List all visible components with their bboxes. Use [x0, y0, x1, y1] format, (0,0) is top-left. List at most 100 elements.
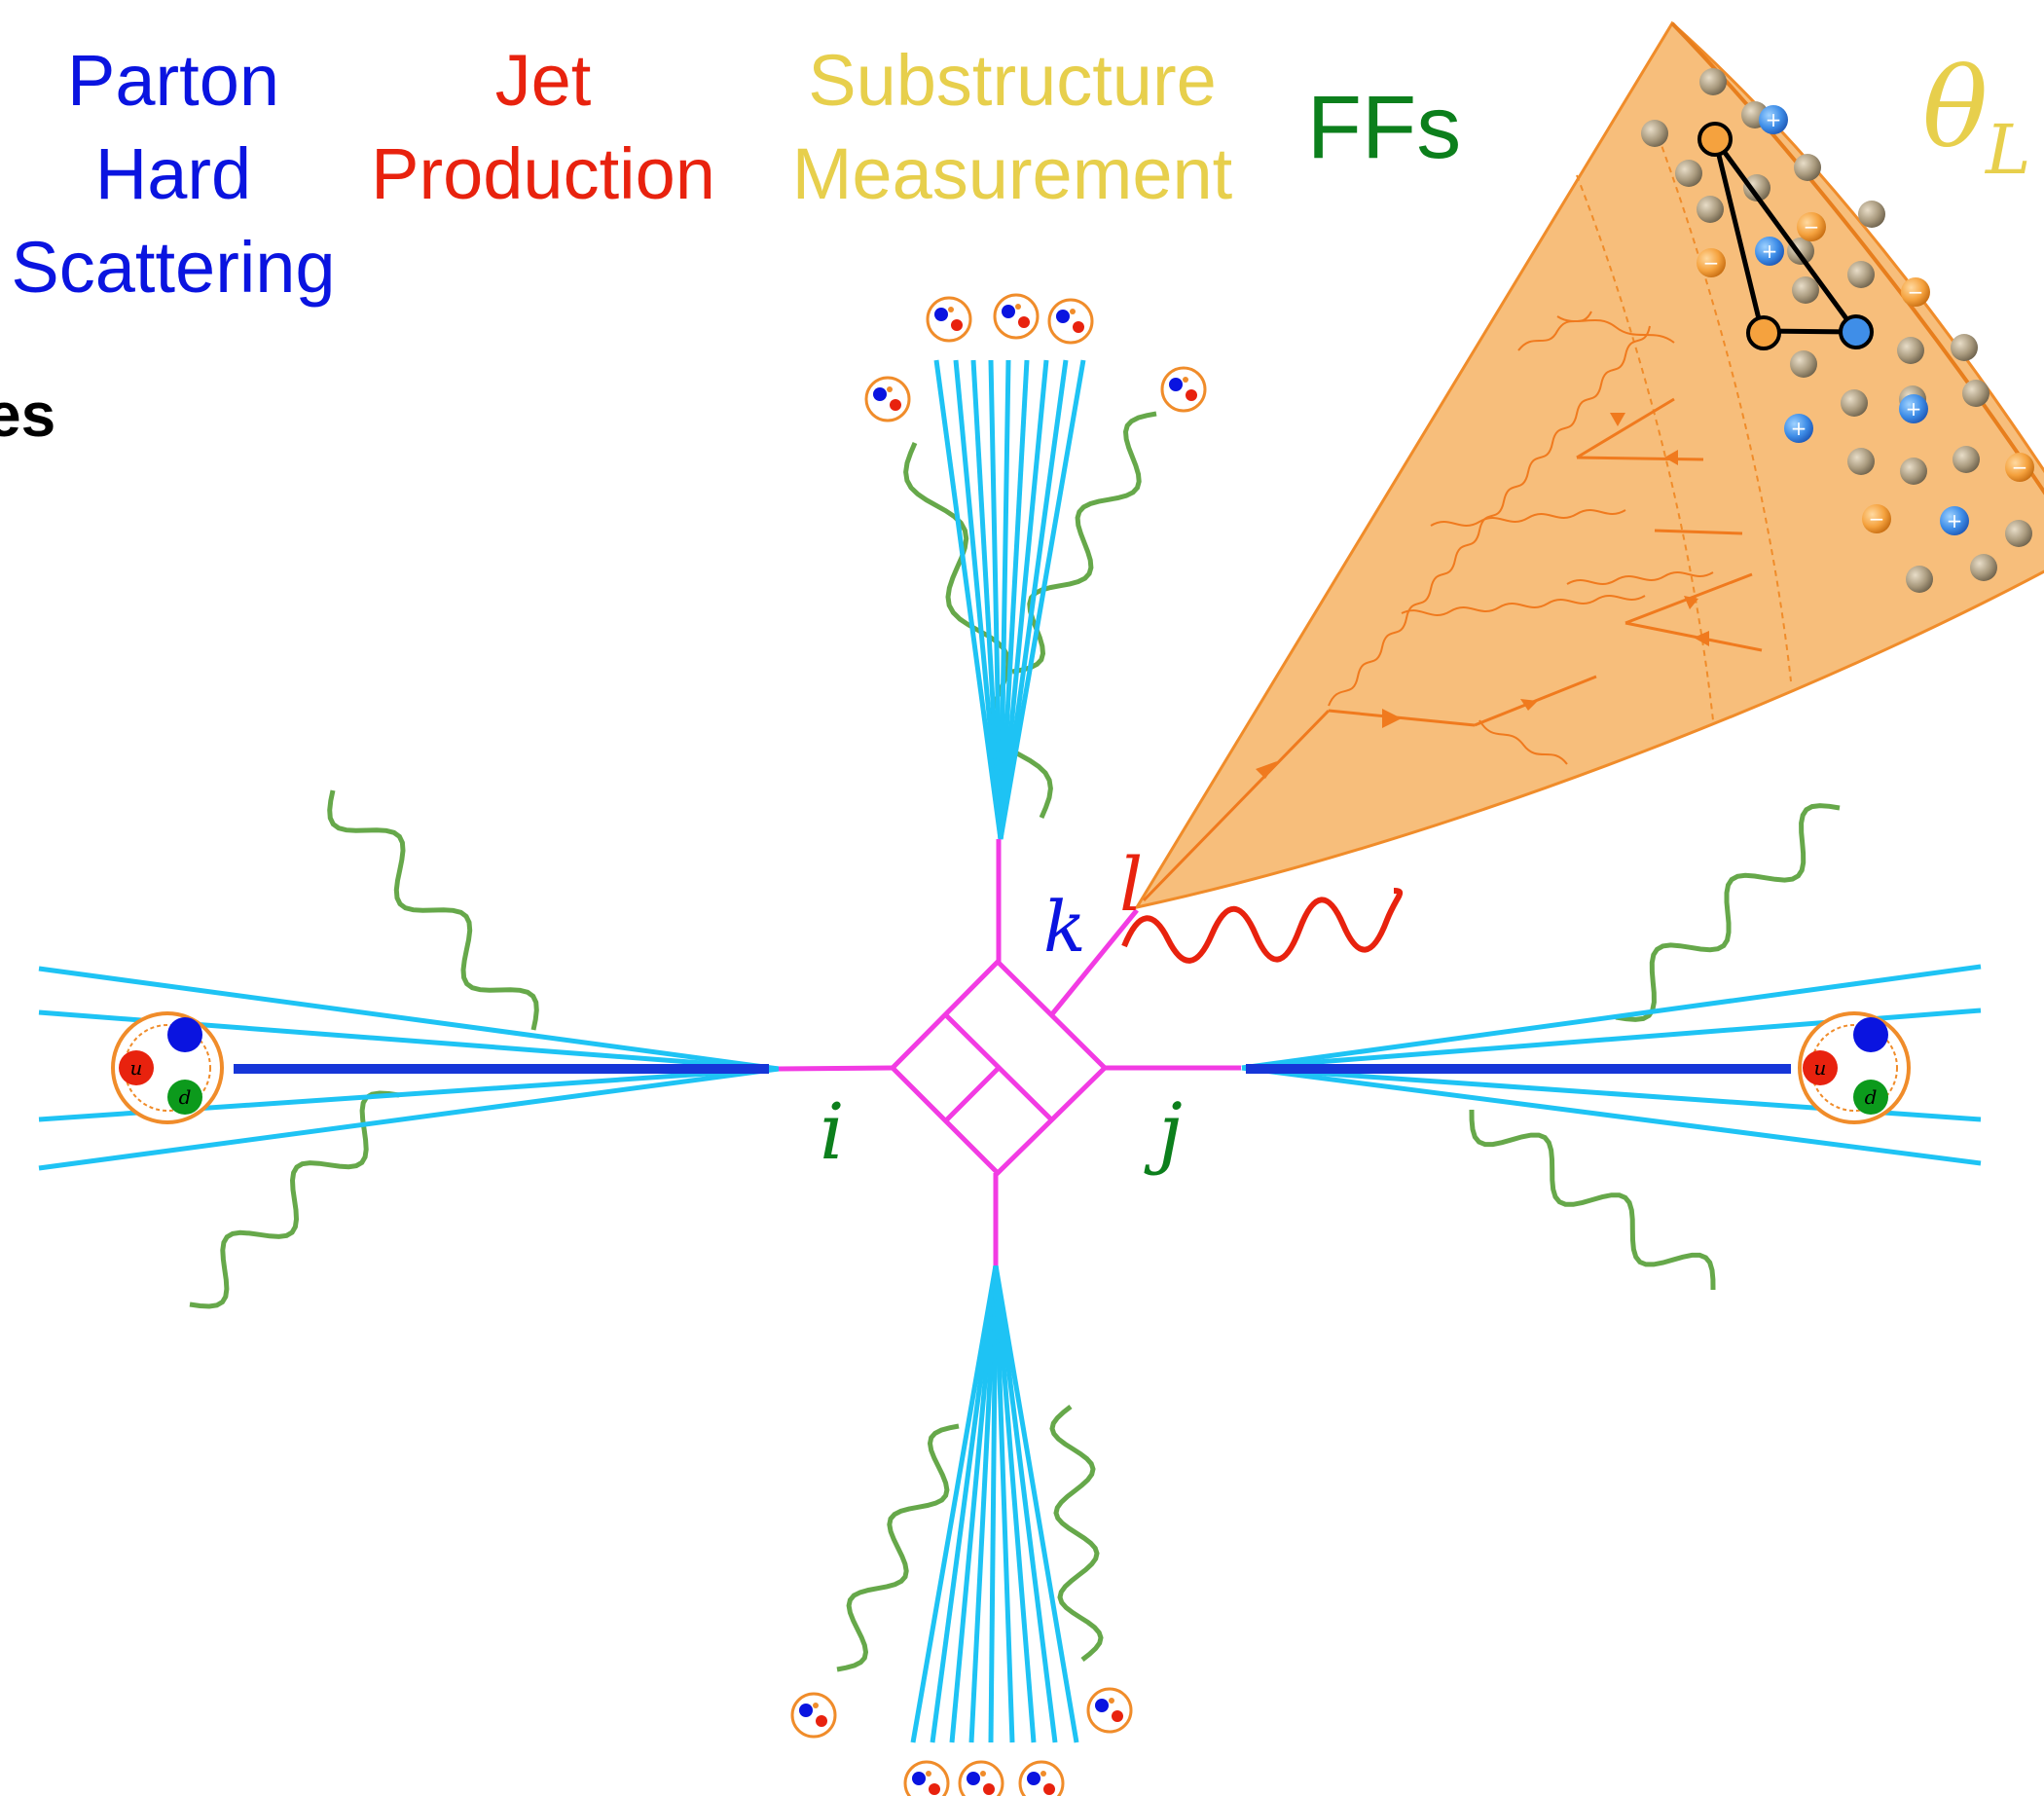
jet-cone: +++++−−−−−− θ L	[1133, 20, 2044, 910]
cone-boundary-inner	[1576, 174, 1714, 721]
neutral-hadron-icon	[1970, 554, 1997, 581]
jet-particle-line	[998, 359, 1049, 840]
positive-hadron-icon	[1784, 414, 1813, 443]
neutral-hadron-icon	[1847, 448, 1875, 475]
vertex-leg-k	[1049, 908, 1139, 1017]
neutral-hadron-icon	[1790, 350, 1817, 378]
parton-label-line1: Parton	[67, 40, 279, 121]
neutral-hadron-icon	[1675, 160, 1702, 187]
hadron-icon	[993, 293, 1040, 340]
label-k: k	[1043, 886, 1086, 968]
jet-particle-line	[38, 966, 780, 1072]
gluon-icon	[1328, 325, 1651, 707]
quark-d-icon	[167, 1080, 202, 1115]
gluon-icons	[1328, 311, 1714, 765]
radiation-wave	[836, 1423, 960, 1672]
jet-label-line1: Jet	[495, 40, 592, 121]
negative-hadron-icon	[1697, 248, 1726, 277]
jet-particle-line	[998, 359, 1086, 840]
label-i: i	[820, 1086, 845, 1177]
triangle-node-right	[1839, 314, 1874, 349]
hadron-icon	[903, 1760, 950, 1796]
gluon-icon	[1566, 571, 1714, 585]
gluon-icon	[1478, 719, 1568, 765]
small-hadron-icons	[790, 293, 1207, 1796]
quark-u-icon	[1803, 1050, 1838, 1085]
proton-right: u d	[1798, 1011, 1911, 1124]
vertex-inner-1	[944, 1013, 1053, 1121]
hadron-icon	[864, 376, 911, 422]
jet-particle-line	[993, 1265, 1037, 1743]
hadron-icon	[790, 1692, 837, 1739]
jet-particle-line	[988, 359, 1004, 840]
neutral-hadron-icon	[1743, 174, 1770, 202]
jet-particle-line	[910, 1265, 999, 1743]
jet-particle-line	[1241, 964, 1982, 1071]
neutral-hadron-icon	[1697, 196, 1724, 223]
header-labels: Parton Hard Scattering Jet Production Su…	[0, 40, 1461, 450]
jet-particle-line	[998, 359, 1069, 840]
negative-mark: −	[2012, 456, 2028, 479]
radiation-wave	[189, 1090, 400, 1309]
proton-inner-ring	[1810, 1024, 1898, 1112]
neutral-hadron-icon	[1641, 120, 1668, 147]
jet-particle-line	[933, 359, 1004, 840]
vertex-leg-i	[778, 1065, 894, 1072]
hadron-icon	[1160, 366, 1207, 413]
negative-hadron-icon	[1901, 277, 1930, 307]
negative-mark: −	[1804, 215, 1820, 238]
jet-label-line2: Production	[371, 133, 715, 214]
theta-subscript: L	[1984, 110, 2030, 190]
shower-arrow-1	[1256, 761, 1277, 779]
neutral-hadron-icon	[1962, 380, 1989, 407]
jet-particle-line	[993, 1265, 1058, 1743]
jet-particle-line	[993, 1265, 1079, 1743]
shower-arrow-2	[1382, 709, 1402, 728]
cone-boundary-outer	[1654, 126, 1792, 682]
gluon-icon	[1556, 315, 1675, 344]
jet-particle-line	[38, 1066, 780, 1171]
negative-hadron-icon	[1862, 504, 1891, 533]
triangle-node-left	[1746, 315, 1781, 350]
quark-u-icon	[119, 1050, 154, 1085]
neutral-hadron-icon	[1897, 337, 1924, 364]
positive-mark: +	[1791, 417, 1807, 440]
proton-inner-ring	[124, 1024, 211, 1112]
radiation-wave	[1049, 1405, 1104, 1662]
left-edge-fragment: es	[0, 380, 55, 450]
photon-icon	[1121, 888, 1404, 964]
positive-hadron-icon	[1755, 237, 1784, 266]
jet-particle-line	[968, 1265, 999, 1743]
shower-arrow-7	[1694, 631, 1709, 646]
shower-arrow-4	[1610, 413, 1625, 426]
shower-arrow-6	[1684, 596, 1698, 609]
theta-label: θ L	[1922, 46, 2030, 190]
quark-u-label: u	[130, 1056, 143, 1080]
jet-particle-line	[1241, 1065, 1982, 1166]
jet-particle-line	[970, 359, 1004, 840]
neutral-hadron-icon	[1841, 389, 1868, 417]
shower-arrow-5	[1664, 450, 1678, 465]
positive-hadron-icon	[1899, 394, 1928, 423]
quark-d-label: d	[179, 1085, 192, 1109]
positive-hadron-icon	[1940, 506, 1969, 535]
positive-mark: +	[1947, 509, 1963, 532]
neutral-hadron-icon	[1900, 458, 1927, 485]
neutral-hadron-icon	[1792, 276, 1819, 304]
jet-particle-line	[949, 1265, 999, 1743]
quark-icon	[167, 1017, 202, 1052]
shower-arrow-3	[1520, 699, 1538, 711]
negative-mark: −	[1703, 251, 1720, 275]
label-j: j	[1144, 1086, 1183, 1177]
hard-scattering-vertex	[778, 839, 1241, 1265]
neutral-hadron-icon	[1847, 261, 1875, 288]
positive-mark: +	[1762, 239, 1778, 263]
correlator-triangle	[1697, 122, 1874, 350]
jet-lines	[38, 359, 1982, 1743]
label-l: l	[1119, 841, 1143, 928]
ffs-label: FFs	[1307, 78, 1461, 177]
hadrons: +++++−−−−−−	[1641, 68, 2034, 593]
neutral-hadron-icon	[1951, 334, 1978, 361]
jet-particle-line	[998, 359, 1011, 840]
